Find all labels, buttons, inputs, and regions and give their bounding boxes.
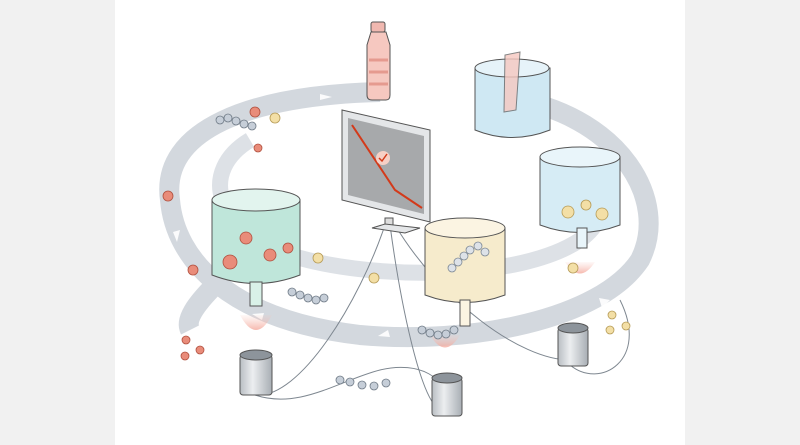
separation-tank-left	[211, 188, 301, 330]
chromatogram-trace	[351, 124, 423, 209]
polymer-chains	[215, 113, 459, 391]
separation-tank-center	[424, 217, 506, 348]
flow-loop-outer	[159, 82, 659, 348]
analysis-monitor	[341, 109, 431, 234]
particles-red	[162, 106, 263, 361]
check-icon	[378, 153, 388, 163]
detector-center	[431, 372, 463, 417]
detector-left	[239, 349, 273, 396]
dissolution-tank	[474, 51, 551, 138]
particles-yellow	[269, 112, 631, 335]
detector-right	[557, 322, 589, 367]
check-badge	[376, 151, 390, 165]
sample-bottle	[366, 21, 391, 101]
